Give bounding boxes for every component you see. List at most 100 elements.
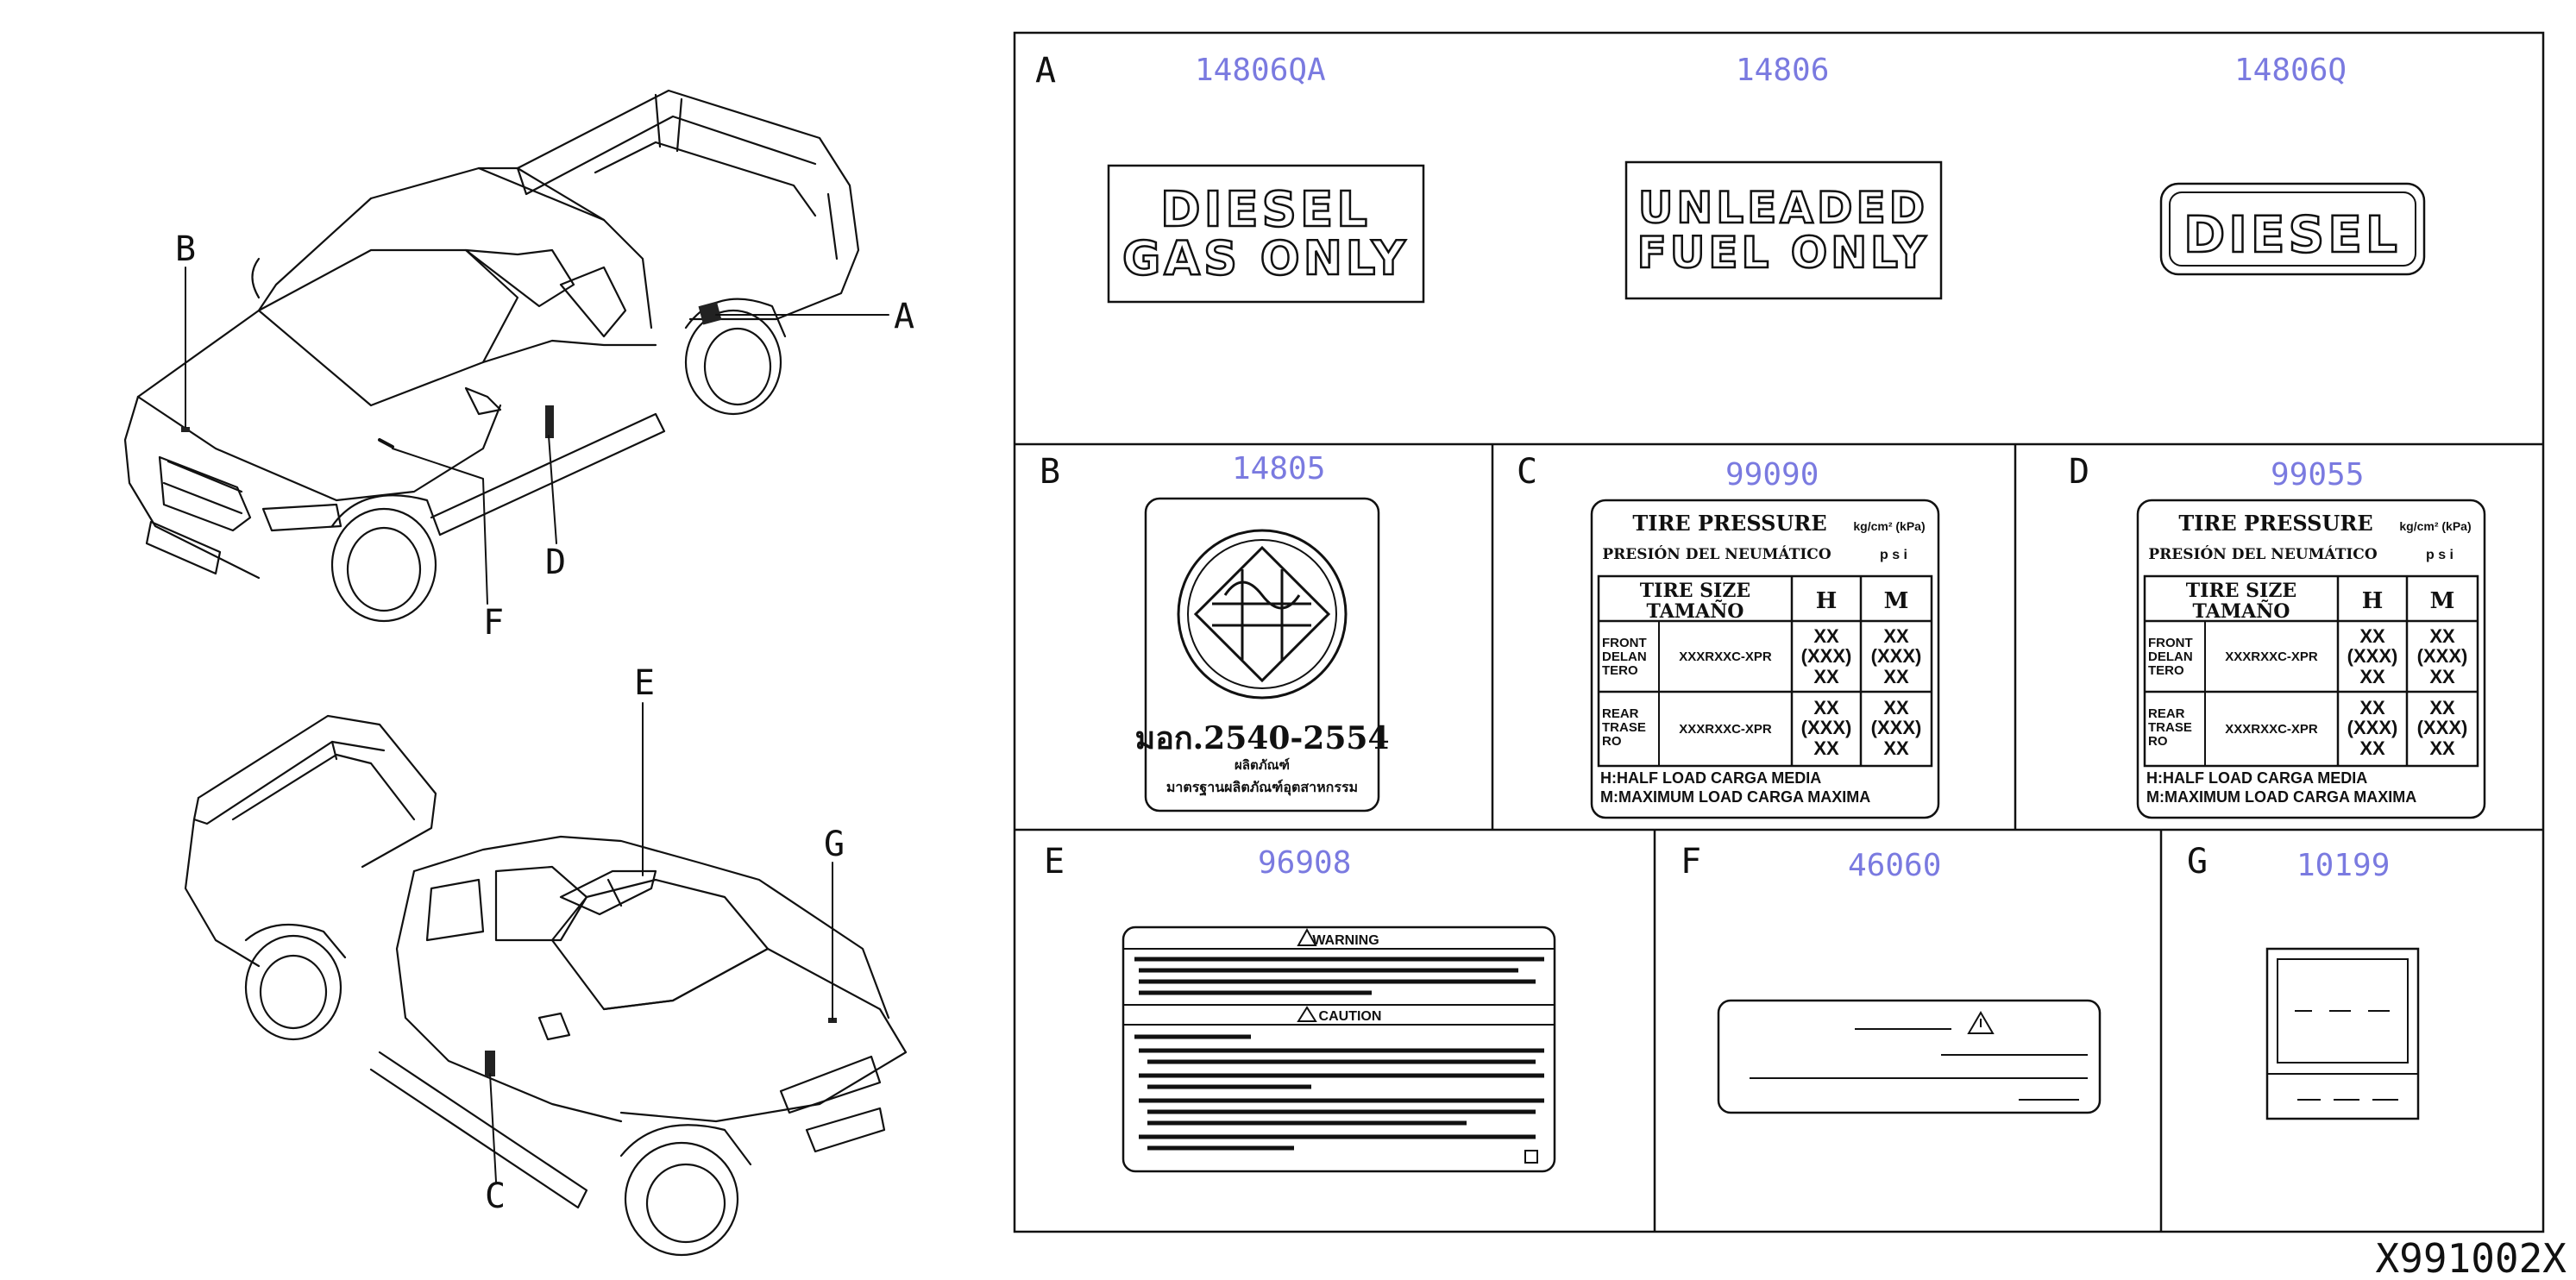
panel-g: G 10199: [2187, 842, 2420, 1120]
svg-text:DIESEL: DIESEL: [1160, 182, 1371, 238]
truck-bottom-illustration: [184, 702, 908, 1257]
part-number-46060: 46060: [1848, 848, 1941, 883]
parts-grid: [1013, 31, 2545, 1233]
svg-text:XX: XX: [2359, 625, 2385, 647]
svg-text:TERO: TERO: [2148, 663, 2184, 678]
panel-f: F 46060: [1681, 842, 2102, 1114]
callout-f: F: [483, 603, 504, 643]
svg-text:DIESEL: DIESEL: [2183, 205, 2401, 264]
svg-text:H:HALF LOAD CARGA MED: H:HALF LOAD CARGA MEDIA: [1600, 769, 1821, 787]
svg-text:H: H: [2362, 588, 2384, 614]
svg-text:(XXX): (XXX): [1801, 645, 1852, 667]
panel-e: E 96908 WARNING CAUTION: [1044, 842, 1556, 1173]
panel-b-letter: B: [1040, 452, 1060, 492]
svg-text:p s i: p s i: [2426, 548, 2453, 562]
diesel-label: DIESEL: [2159, 182, 2426, 276]
svg-text:FUEL ONLY: FUEL ONLY: [1637, 228, 1930, 278]
tis-sub1: ผลิตภัณฑ์: [1235, 757, 1290, 773]
svg-text:RO: RO: [2148, 734, 2168, 749]
svg-text:(XXX): (XXX): [2347, 645, 2398, 667]
svg-text:PRESIÓN DEL NEUMÁTICO: PRESIÓN DEL NEUMÁTICO: [1602, 545, 1831, 563]
svg-text:TRASE: TRASE: [1602, 720, 1646, 735]
svg-text:XX: XX: [1883, 625, 1909, 647]
panel-d-letter: D: [2069, 452, 2089, 492]
svg-text:(XXX): (XXX): [2347, 717, 2398, 738]
svg-text:XX: XX: [2359, 666, 2385, 687]
unleaded-fuel-only-label: UNLEADED FUEL ONLY: [1624, 160, 1943, 300]
svg-text:H:HALF LOAD CARGA MED: H:HALF LOAD CARGA MEDIA: [2146, 769, 2367, 787]
tis-sub2: มาตรฐานผลิตภัณฑ์อุตสาหกรรม: [1166, 779, 1358, 796]
tire-pressure-label-c: TIRE PRESSURE PRESIÓN DEL NEUMÁTICO kg/c…: [1590, 499, 1940, 819]
warning-heading: WARNING: [1312, 933, 1379, 948]
svg-text:XXXRXXC-XPR: XXXRXXC-XPR: [1679, 722, 1772, 737]
svg-text:REAR: REAR: [1602, 706, 1639, 721]
part-number-96908: 96908: [1258, 845, 1351, 881]
callout-d: D: [545, 543, 566, 582]
svg-text:TIRE SIZE: TIRE SIZE: [1640, 580, 1750, 602]
svg-text:(XXX): (XXX): [2417, 645, 2468, 667]
svg-text:DELAN: DELAN: [2148, 649, 2193, 664]
svg-text:PRESIÓN DEL NEUMÁTICO: PRESIÓN DEL NEUMÁTICO: [2148, 545, 2377, 563]
tire-pressure-label-d: TIRE PRESSURE PRESIÓN DEL NEUMÁTICO kg/c…: [2136, 499, 2486, 819]
truck-top-illustration: [123, 89, 889, 623]
svg-text:REAR: REAR: [2148, 706, 2185, 721]
panel-g-letter: G: [2187, 842, 2208, 882]
svg-text:XXXRXXC-XPR: XXXRXXC-XPR: [1679, 649, 1772, 664]
callout-a: A: [894, 297, 914, 336]
svg-text:TAMAÑO: TAMAÑO: [2193, 599, 2290, 623]
svg-text:H: H: [1816, 588, 1838, 614]
tis-number: มอก.2540-2554: [1134, 720, 1389, 756]
svg-text:TIRE PRESSURE: TIRE PRESSURE: [1632, 511, 1826, 536]
svg-text:XX: XX: [2359, 737, 2385, 759]
part-number-14805: 14805: [1232, 451, 1325, 486]
panel-a: A 14806QA 14806 14806Q DIESEL GAS ONLY U…: [1035, 51, 2426, 304]
svg-text:GAS ONLY: GAS ONLY: [1122, 231, 1409, 285]
svg-text:M:MAXIMUM LOAD CARGA MAXIMA: M:MAXIMUM LOAD CARGA MAXIMA: [2146, 788, 2416, 806]
svg-text:XX: XX: [2359, 697, 2385, 718]
svg-text:TRASE: TRASE: [2148, 720, 2192, 735]
panel-a-letter: A: [1035, 51, 1056, 91]
diagram-id: X991002X: [2375, 1235, 2567, 1280]
svg-text:FRONT: FRONT: [1602, 636, 1647, 650]
part-number-10199: 10199: [2296, 848, 2390, 883]
tis-certification-label: มอก.2540-2554 ผลิตภัณฑ์ มาตรฐานผลิตภัณฑ์…: [1134, 497, 1390, 813]
caution-text-lines: [1134, 1034, 1544, 1151]
panel-c-letter: C: [1517, 452, 1537, 492]
svg-text:kg/cm² (kPa): kg/cm² (kPa): [2399, 519, 2471, 533]
small-label: [2265, 947, 2420, 1120]
callout-c: C: [485, 1176, 506, 1216]
callout-b: B: [175, 229, 196, 269]
svg-text:RO: RO: [1602, 734, 1622, 749]
caution-heading: CAUTION: [1319, 1009, 1382, 1024]
hood-label: [1717, 999, 2102, 1114]
part-number-14806qa: 14806QA: [1195, 53, 1326, 88]
svg-text:XX: XX: [1813, 737, 1839, 759]
part-number-14806: 14806: [1736, 53, 1829, 88]
svg-text:M: M: [2430, 588, 2455, 614]
svg-text:kg/cm² (kPa): kg/cm² (kPa): [1853, 519, 1925, 533]
panel-d: D 99055 TIRE PRESSURE PRESIÓN DEL NEUMÁT…: [2069, 452, 2486, 819]
svg-text:XX: XX: [2429, 625, 2455, 647]
svg-text:p s i: p s i: [1880, 548, 1907, 562]
svg-text:XX: XX: [1883, 666, 1909, 687]
callout-e: E: [634, 663, 655, 703]
svg-text:XXXRXXC-XPR: XXXRXXC-XPR: [2225, 722, 2318, 737]
svg-text:TIRE PRESSURE: TIRE PRESSURE: [2178, 511, 2372, 536]
svg-text:TIRE SIZE: TIRE SIZE: [2186, 580, 2296, 602]
svg-text:XX: XX: [2429, 697, 2455, 718]
part-number-14806q: 14806Q: [2234, 53, 2347, 88]
svg-text:FRONT: FRONT: [2148, 636, 2193, 650]
panel-e-letter: E: [1044, 842, 1065, 882]
svg-text:DELAN: DELAN: [1602, 649, 1647, 664]
warning-caution-label: WARNING CAUTION: [1122, 925, 1556, 1173]
diesel-gas-only-label: DIESEL GAS ONLY: [1107, 164, 1425, 304]
panel-c: C 99090 TIRE PRESSURE PRESIÓN DEL NEUMÁT…: [1517, 452, 1940, 819]
svg-text:XX: XX: [1813, 625, 1839, 647]
panel-b: B 14805 มอก.2540-2554 ผลิตภัณฑ์ มาตรฐานผ…: [1040, 451, 1390, 813]
svg-text:(XXX): (XXX): [1871, 717, 1922, 738]
svg-text:TERO: TERO: [1602, 663, 1638, 678]
svg-text:XX: XX: [2429, 666, 2455, 687]
warning-text-lines: [1134, 957, 1544, 995]
svg-text:TAMAÑO: TAMAÑO: [1647, 599, 1744, 623]
